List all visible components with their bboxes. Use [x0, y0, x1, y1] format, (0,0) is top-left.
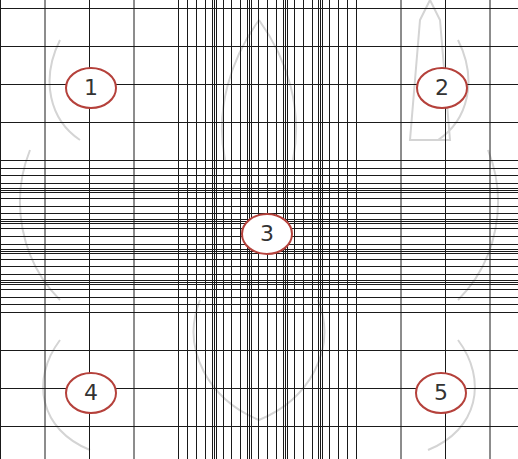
grid-line — [0, 289, 518, 290]
callout-number: 4 — [84, 382, 98, 404]
callout-ring — [417, 68, 467, 108]
grid-line — [490, 0, 491, 459]
grid-line — [312, 0, 313, 459]
callout-ring — [416, 373, 466, 413]
grid-line — [0, 312, 518, 313]
grid-line — [320, 0, 321, 459]
grid-line — [322, 0, 323, 459]
callout-number: 5 — [434, 382, 448, 404]
grid-line — [347, 0, 348, 459]
grid-line — [196, 0, 197, 459]
callout-circle: 2 — [416, 67, 468, 109]
grid-line — [223, 0, 224, 459]
grid-line — [401, 0, 402, 459]
grid-line — [231, 0, 232, 459]
callout-circle: 1 — [65, 67, 117, 109]
callout-ring — [66, 373, 116, 413]
grid-line — [45, 0, 46, 459]
grid-line — [178, 0, 179, 459]
callout-circle: 3 — [241, 213, 293, 255]
grid-line — [214, 0, 215, 459]
callout-number: 1 — [84, 77, 98, 99]
grid-line — [0, 266, 518, 267]
callout-circle: 5 — [415, 372, 467, 414]
grid-line — [0, 274, 518, 275]
grid-line — [294, 0, 295, 459]
callout-number: 2 — [435, 77, 449, 99]
grid-line — [187, 0, 188, 459]
grid-line — [318, 0, 319, 459]
grid-line — [0, 304, 518, 305]
callout-number: 3 — [260, 223, 274, 245]
grid-line — [329, 0, 330, 459]
grid-line — [0, 282, 518, 283]
callout-ring — [242, 214, 292, 254]
grid-line — [216, 0, 217, 459]
grid-line — [0, 259, 518, 260]
grid-line — [303, 0, 304, 459]
callout-ring — [66, 68, 116, 108]
grid-line — [0, 280, 518, 281]
grid-line — [205, 0, 206, 459]
grid-line — [134, 0, 135, 459]
grid-line — [0, 297, 518, 298]
grid-line — [338, 0, 339, 459]
grid-line — [356, 0, 357, 459]
grid-line — [240, 0, 241, 459]
grid-line — [212, 0, 213, 459]
grid-line — [0, 0, 1, 459]
callout-circle: 4 — [65, 372, 117, 414]
grid-line — [0, 284, 518, 285]
